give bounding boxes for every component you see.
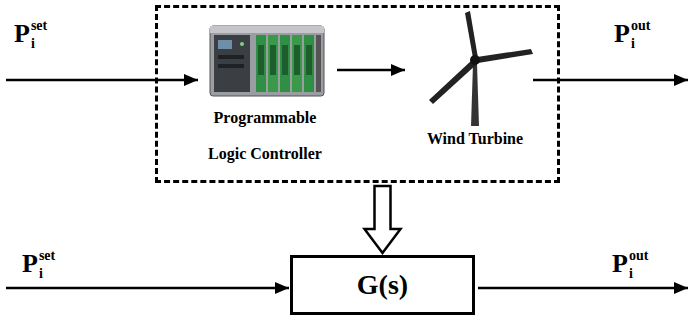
wind-turbine-node: Wind Turbine [405, 15, 545, 157]
signal-symbol: Pout i [614, 16, 650, 52]
signal-name: P [22, 249, 38, 278]
signal-symbol: Pset i [14, 16, 47, 52]
plc-picture [210, 26, 324, 96]
signal-subscript: i [31, 36, 35, 51]
node-label: Wind Turbine [427, 121, 523, 157]
signal-name: P [614, 19, 630, 48]
signal-superscript: out [629, 248, 648, 263]
input-signal-line [6, 79, 198, 82]
signal-arrow [337, 69, 405, 72]
node-label: Programmable Logic Controller [201, 100, 329, 172]
signal-subscript: i [631, 36, 635, 51]
signal-subscript: i [629, 266, 633, 281]
hollow-block-arrow [365, 186, 401, 253]
signal-symbol: Pset i [22, 246, 55, 282]
signal-name: P [612, 249, 628, 278]
node-label: G(s) [357, 268, 408, 302]
wind-turbine-picture [429, 11, 533, 126]
input-signal-line [6, 287, 289, 290]
output-signal-line [478, 287, 688, 290]
dashed-subsystem-box: Programmable Logic Controller Wind Turbin… [155, 5, 560, 183]
signal-superscript: set [31, 18, 47, 33]
signal-superscript: set [39, 248, 55, 263]
signal-symbol: Pout i [612, 246, 648, 282]
output-signal-line [533, 79, 688, 82]
signal-name: P [14, 19, 30, 48]
signal-subscript: i [39, 266, 43, 281]
plc-node: Programmable Logic Controller [193, 20, 337, 172]
signal-superscript: out [631, 18, 650, 33]
transfer-function-box: G(s) [290, 255, 475, 315]
